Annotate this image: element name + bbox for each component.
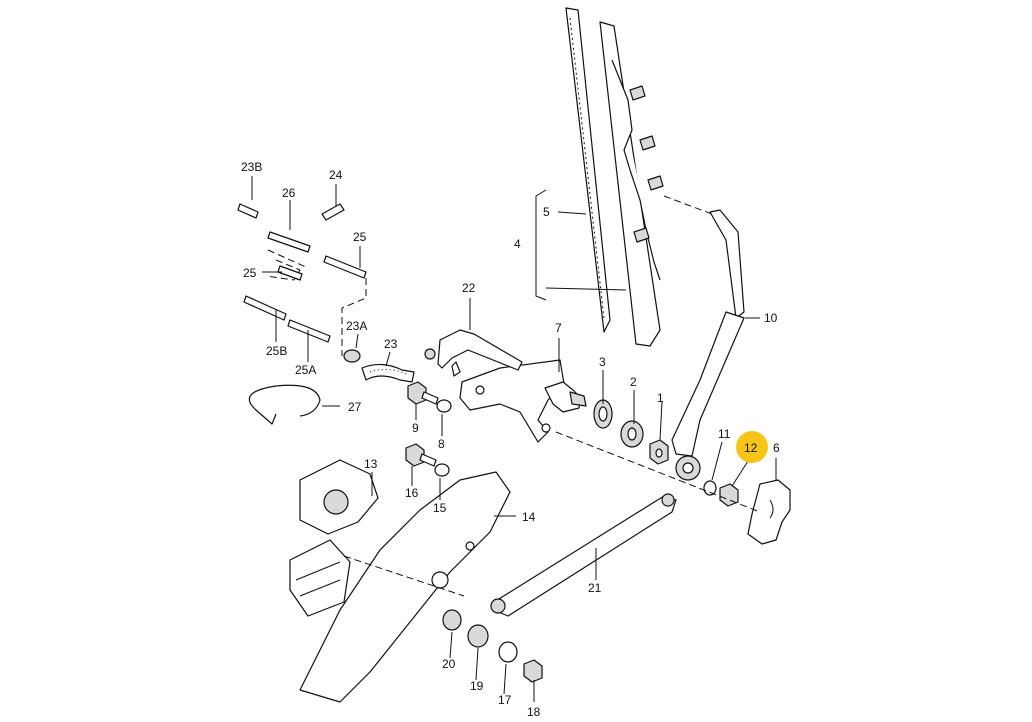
label-7: 7 (555, 321, 562, 335)
label-24: 24 (329, 168, 343, 182)
label-25-left: 25 (243, 266, 257, 280)
highlight-marker (736, 431, 768, 463)
hose-part-23 (361, 363, 415, 383)
label-10: 10 (764, 311, 778, 325)
connector-part-23b (237, 203, 259, 219)
cap-part-6 (747, 479, 791, 545)
nut-part-12 (719, 483, 739, 507)
label-5: 5 (543, 205, 550, 219)
washer-nozzle-part-22 (424, 329, 523, 377)
hose-clip-part-23a (343, 349, 361, 363)
part-labels: 4 5 10 7 3 2 1 11 12 6 22 23A 23 23B 24 … (241, 160, 780, 719)
label-14: 14 (522, 510, 536, 524)
washer-part-8 (436, 399, 452, 413)
tube-part-26 (267, 231, 311, 253)
washer-part-11 (703, 480, 717, 496)
label-25a: 25A (295, 363, 316, 377)
wiper-pivot-bracket-part-7 (459, 359, 587, 443)
label-15: 15 (433, 501, 447, 515)
label-20: 20 (442, 657, 456, 671)
label-19: 19 (470, 679, 484, 693)
label-23a: 23A (346, 319, 367, 333)
label-26: 26 (282, 186, 296, 200)
label-25-top: 25 (353, 230, 367, 244)
label-23: 23 (384, 337, 398, 351)
hex-nut-part-1 (649, 439, 669, 465)
wiper-blade-frame (599, 21, 664, 347)
label-4: 4 (514, 237, 521, 251)
label-25b: 25B (266, 344, 287, 358)
spring-washer-part-3 (593, 399, 613, 429)
label-27: 27 (348, 400, 362, 414)
grommet-part-2 (620, 420, 644, 448)
label-17: 17 (498, 693, 512, 707)
label-12: 12 (744, 441, 758, 455)
bolt-part-16 (405, 443, 437, 467)
label-13: 13 (364, 457, 378, 471)
label-3: 3 (599, 355, 606, 369)
nut-part-19 (467, 624, 489, 648)
label-23b: 23B (241, 160, 262, 174)
clamp-ring-part-27 (248, 384, 321, 425)
wiper-blade-rubber-part-5 (565, 7, 611, 333)
label-16: 16 (405, 486, 419, 500)
label-11: 11 (718, 427, 731, 441)
bolt-part-18 (523, 659, 543, 683)
washer-part-15 (434, 463, 450, 477)
label-21: 21 (588, 581, 602, 595)
drive-link-rod-part-21 (490, 493, 677, 617)
label-22: 22 (462, 281, 476, 295)
washer-part-17 (498, 641, 518, 663)
label-2: 2 (630, 375, 637, 389)
label-6: 6 (773, 441, 780, 455)
hose-section-group (243, 249, 367, 356)
wiper-arm-part-10 (671, 209, 745, 481)
bolt-part-9 (407, 381, 439, 405)
label-8: 8 (438, 437, 445, 451)
label-1: 1 (657, 391, 664, 405)
connector-part-24 (321, 203, 345, 221)
wiper-motor-part-13 (289, 459, 379, 617)
leader-lines (251, 176, 777, 702)
label-9: 9 (412, 421, 419, 435)
label-18: 18 (527, 705, 541, 719)
washer-part-20 (442, 609, 462, 631)
